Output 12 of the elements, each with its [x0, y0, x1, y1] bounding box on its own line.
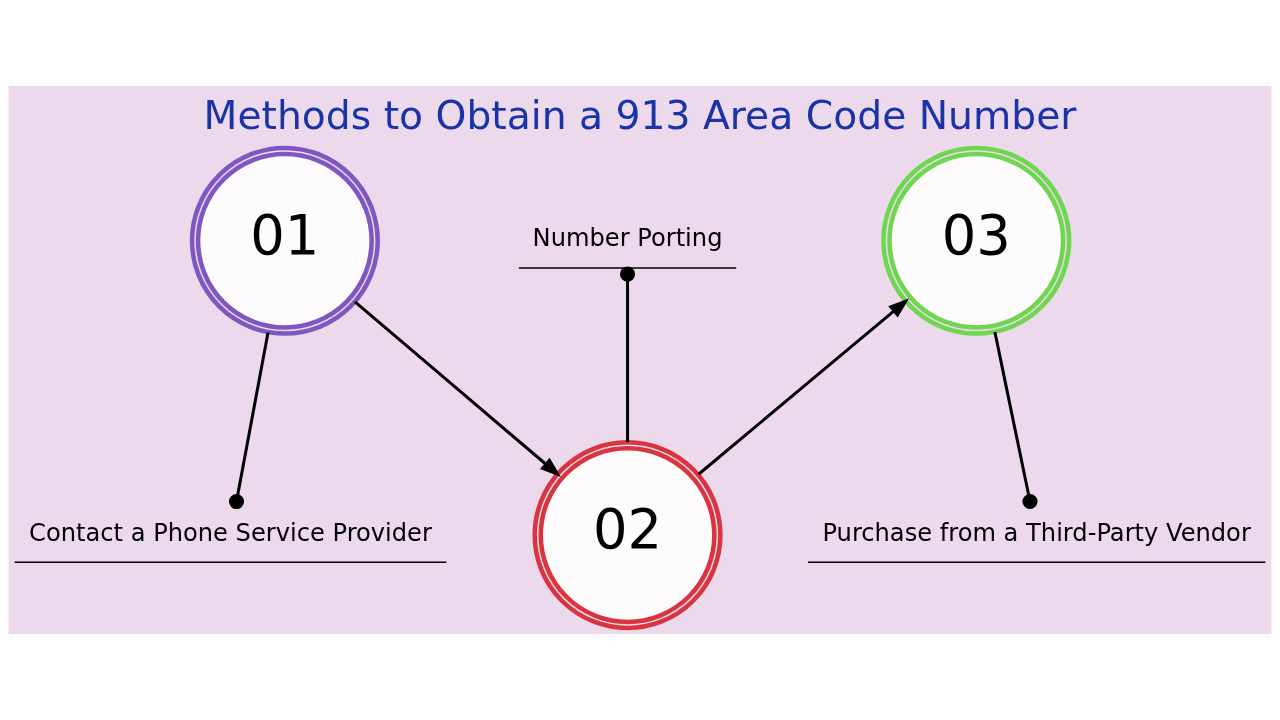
connector — [620, 266, 636, 443]
node-circle: 03 — [881, 145, 1072, 336]
connector — [993, 331, 1038, 510]
node-text: Purchase from a Third-Party Vendor — [822, 518, 1251, 547]
arrow — [697, 298, 910, 476]
node-circle: 01 — [189, 145, 380, 336]
connector — [228, 332, 270, 510]
arrow — [354, 300, 561, 477]
node-circle: 02 — [532, 440, 723, 631]
node-text: Number Porting — [532, 224, 723, 253]
node-text: Contact a Phone Service Provider — [29, 518, 432, 547]
diagram-title: Methods to Obtain a 913 Area Code Number — [203, 93, 1077, 139]
